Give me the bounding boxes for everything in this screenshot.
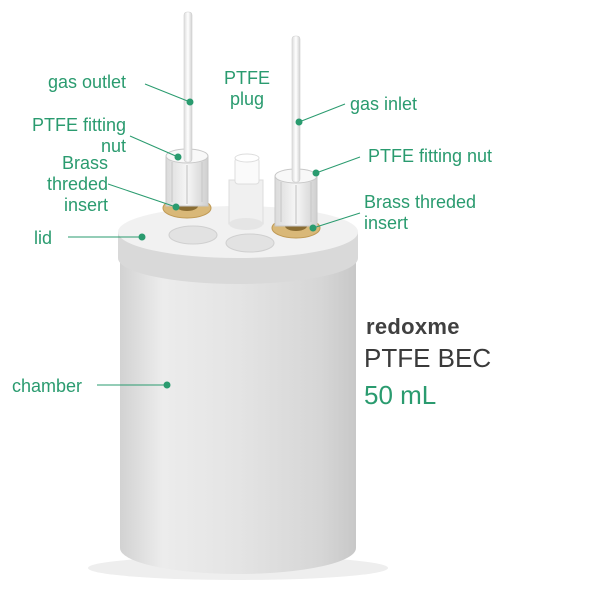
label-insert-left-line-1: Brass (61, 153, 108, 173)
label-ptfe-plug: PTFE plug (222, 68, 272, 110)
label-ptfe-plug-line-2: plug (229, 89, 265, 109)
leader-lines (68, 83, 361, 389)
label-fitting-nut-left: PTFE fitting nut (14, 115, 126, 157)
label-insert-left: Brass threded insert (28, 153, 108, 216)
fitting-nut-right (274, 168, 318, 227)
label-lid: lid (34, 228, 53, 248)
product-name: PTFE BEC (364, 343, 492, 373)
chamber-body (120, 260, 356, 574)
label-insert-right: Brass threded insert (364, 192, 476, 234)
gas-outlet-tube (183, 11, 193, 163)
label-gas-outlet: gas outlet (48, 72, 127, 92)
label-insert-right-line-2: insert (364, 213, 409, 233)
product-volume: 50 mL (364, 380, 437, 410)
label-fitting-nut-left-line-2: nut (100, 136, 126, 156)
label-insert-left-line-3: insert (63, 195, 108, 215)
label-ptfe-plug-line-1: PTFE (223, 68, 270, 88)
label-fitting-nut-right: PTFE fitting nut (368, 146, 493, 166)
lid-shape (118, 206, 358, 284)
label-gas-inlet: gas inlet (350, 94, 418, 114)
brand-logo: redoxme (366, 314, 460, 339)
label-fitting-nut-left-line-1: PTFE fitting (31, 115, 126, 135)
ptfe-plug (228, 153, 264, 230)
label-chamber: chamber (12, 376, 83, 396)
label-insert-right-line-1: Brass threded (364, 192, 477, 212)
label-insert-left-line-2: threded (46, 174, 108, 194)
gas-inlet-tube (291, 35, 301, 183)
